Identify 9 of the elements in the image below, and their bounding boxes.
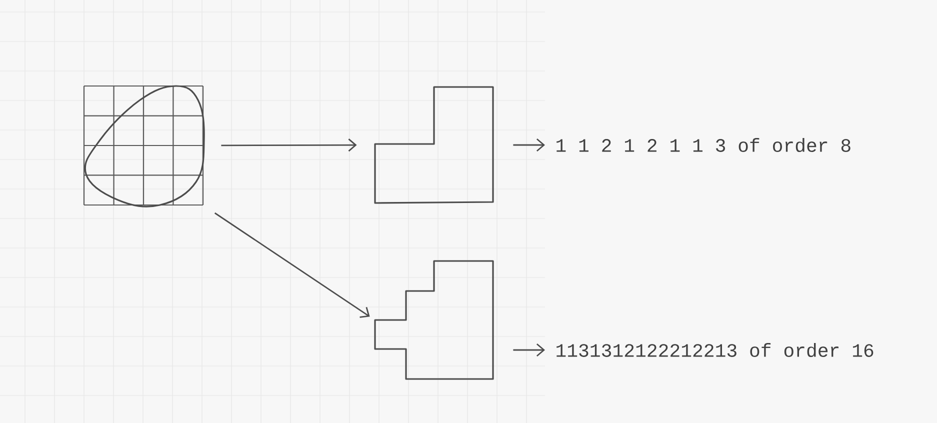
arrow <box>513 343 545 357</box>
sequence-text: 1 1 2 1 2 1 1 3 of order 8 <box>556 138 850 152</box>
arrow <box>221 138 357 152</box>
staircase-polygon <box>374 86 494 204</box>
staircase-polygon <box>374 260 494 380</box>
arrow <box>214 212 370 318</box>
arrow <box>513 138 545 152</box>
grid-curve-drawing <box>83 85 205 208</box>
sequence-text: 1131312122212213 of order 16 <box>556 343 874 357</box>
